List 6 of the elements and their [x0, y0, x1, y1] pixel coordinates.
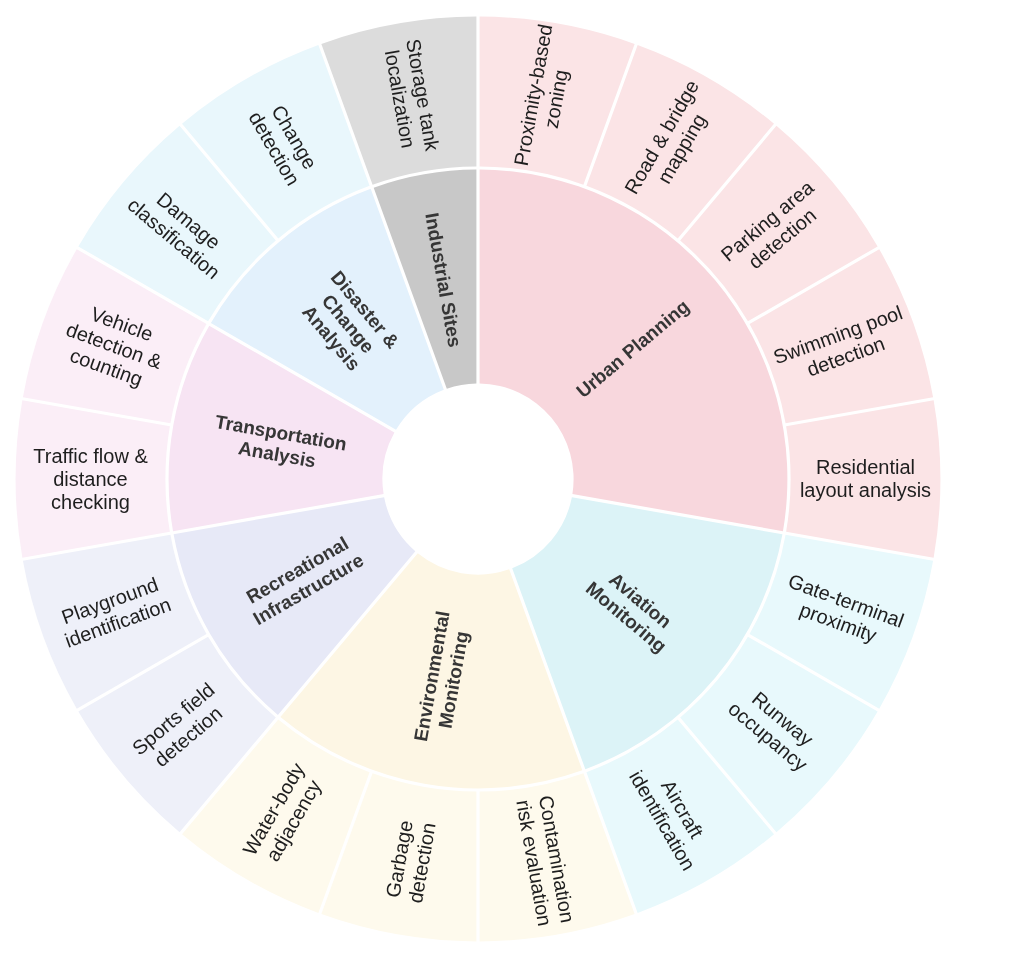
segment-label: Residential layout analysis [799, 456, 932, 502]
segment-label: Contamination risk evaluation [511, 792, 580, 929]
segment-label: Traffic flow & distance checking [32, 444, 149, 514]
segment-label: Industrial Sites [420, 209, 466, 350]
segment-label: Garbage detection [380, 817, 441, 906]
segment-label: Storage tank localization [379, 36, 444, 156]
